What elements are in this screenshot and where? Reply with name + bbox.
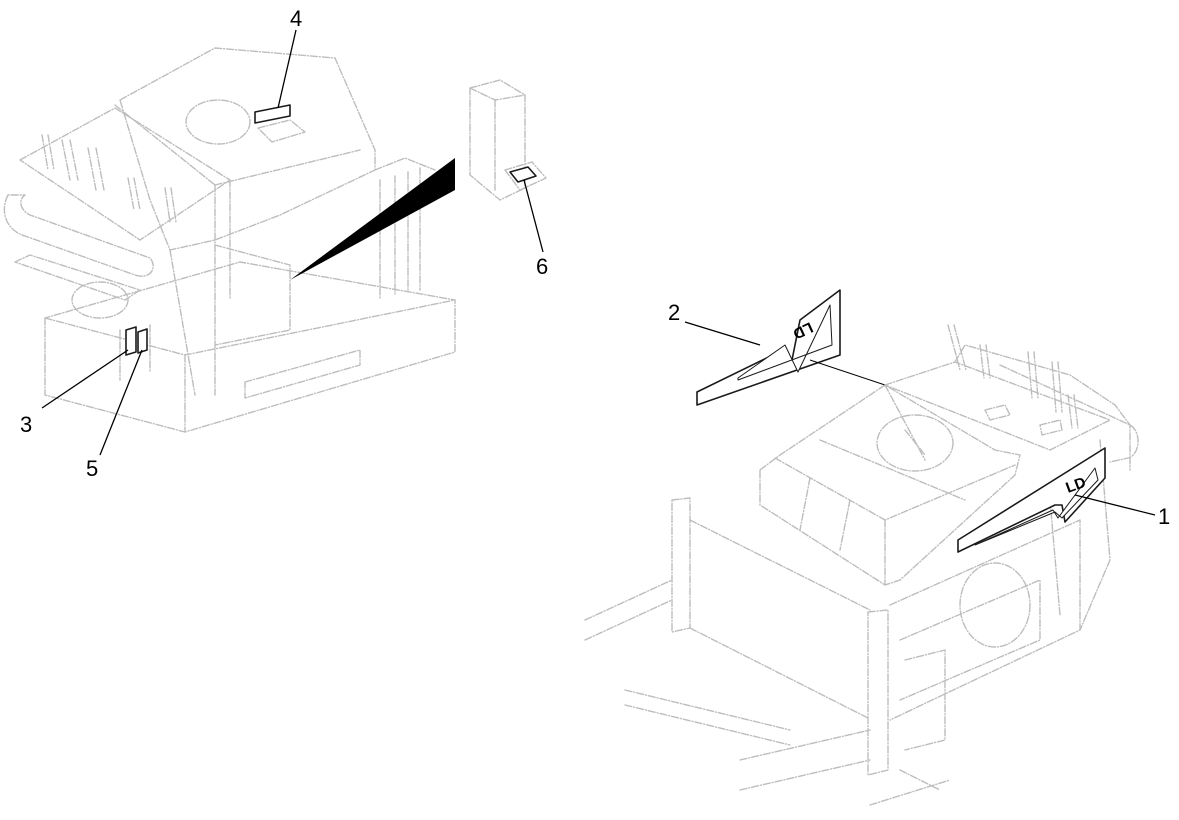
decal-2-logo-text: LD [790,318,815,342]
leader-5 [99,349,143,456]
leader-lines [41,29,1156,516]
callout-5: 5 [86,456,98,481]
decal-3 [125,326,137,356]
leader-4 [277,29,297,109]
decal-5 [137,328,148,354]
callout-6: 6 [536,254,548,279]
decal-1-logo-text: LD [1064,474,1089,497]
leader-3 [41,349,129,409]
decal-4 [254,104,306,143]
view-indicator-wedge [290,158,455,280]
detail-box-6 [469,79,547,201]
callout-3: 3 [20,412,32,437]
leader-2 [684,321,761,346]
decal-1: LD [957,447,1106,553]
left-machine-outline [3,47,456,433]
leader-6 [523,179,544,253]
callout-2: 2 [668,300,680,325]
callout-1: 1 [1158,504,1170,529]
decal-2-projection-line [809,359,886,386]
decal-2: LD [696,289,841,406]
callout-4: 4 [290,6,302,31]
right-machine-outline [584,324,1139,806]
callout-labels: 1 2 3 4 5 6 [20,6,1170,529]
leader-1 [1074,494,1156,516]
